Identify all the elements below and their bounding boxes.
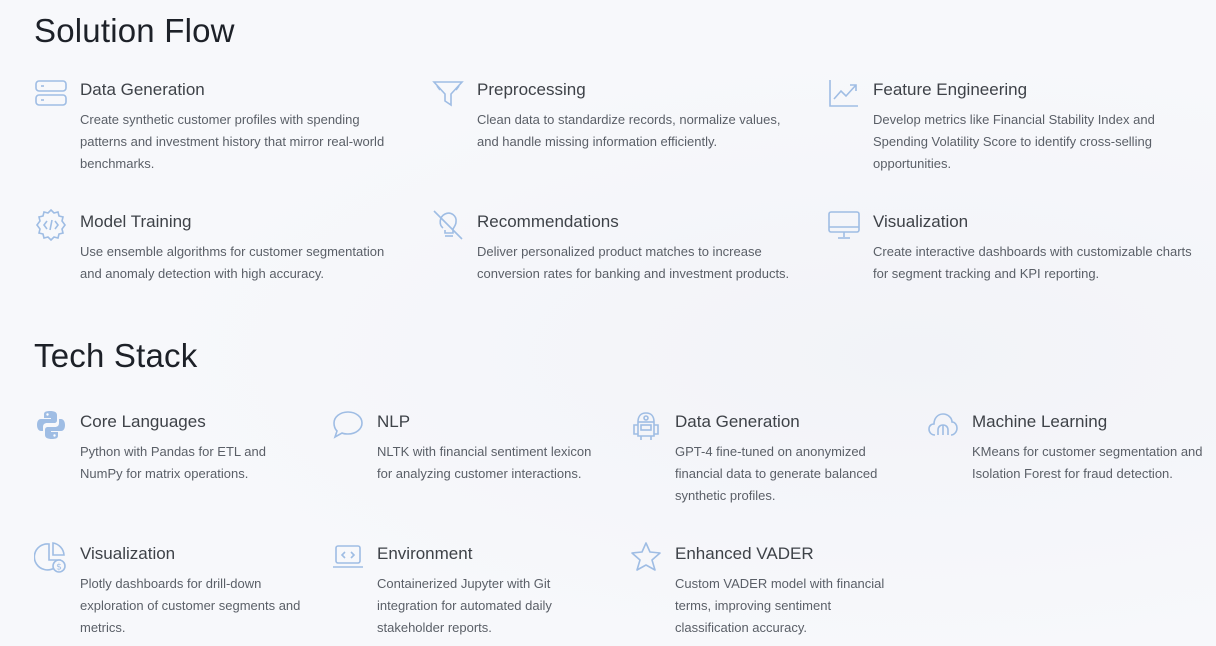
monitor-icon (827, 208, 861, 242)
tech-card-core-languages: Core Languages Python with Pandas for ET… (37, 411, 290, 485)
solution-card-visualization: Visualization Create interactive dashboa… (828, 211, 1203, 285)
solution-card-recommendations: Recommendations Deliver personalized pro… (433, 210, 807, 285)
card-description: Plotly dashboards for drill-down explora… (80, 576, 301, 635)
tech-card-visualization: $ Visualization Plotly dashboards for dr… (34, 542, 310, 639)
card-title: Machine Learning (972, 412, 1108, 431)
card-description: KMeans for customer segmentation and Iso… (972, 444, 1203, 481)
card-title: Data Generation (80, 80, 205, 99)
pie-dollar-icon: $ (34, 540, 68, 574)
solution-card-data-generation: Data Generation Create synthetic custome… (35, 80, 400, 175)
laptop-code-icon (331, 540, 365, 574)
solution-card-preprocessing: Preprocessing Clean data to standardize … (432, 80, 797, 153)
card-title: Environment (377, 544, 473, 563)
python-icon (34, 408, 68, 442)
card-description: Containerized Jupyter with Git integrati… (377, 576, 552, 635)
code-gear-icon (34, 208, 68, 242)
lightbulb-off-icon (431, 208, 465, 242)
card-description: Python with Pandas for ETL and NumPy for… (80, 444, 266, 481)
solution-card-feature-engineering: Feature Engineering Develop metrics like… (829, 80, 1183, 175)
card-title: NLP (377, 412, 411, 431)
card-title: Feature Engineering (873, 80, 1028, 99)
card-title: Visualization (873, 212, 969, 231)
chat-bubble-icon (331, 408, 365, 442)
card-description: GPT-4 fine-tuned on anonymized financial… (675, 444, 878, 503)
cloud-brain-icon (926, 408, 960, 442)
card-title: Enhanced VADER (675, 544, 814, 563)
card-title: Visualization (80, 544, 176, 563)
card-description: Create interactive dashboards with custo… (873, 244, 1192, 281)
card-title: Core Languages (80, 412, 206, 431)
star-icon (629, 540, 663, 574)
card-title: Recommendations (477, 212, 619, 231)
solution-flow-heading: Solution Flow (34, 12, 235, 49)
card-title: Data Generation (675, 412, 800, 431)
card-title: Model Training (80, 212, 192, 231)
svg-text:$: $ (56, 563, 62, 573)
server-icon (34, 76, 68, 110)
card-title: Preprocessing (477, 80, 586, 99)
solution-card-model-training: Model Training Use ensemble algorithms f… (36, 208, 400, 285)
tech-card-data-generation: Data Generation GPT-4 fine-tuned on anon… (633, 412, 895, 507)
card-description: Use ensemble algorithms for customer seg… (80, 244, 385, 281)
tech-card-nlp: NLP NLTK with financial sentiment lexico… (333, 411, 607, 485)
funnel-icon (431, 76, 465, 110)
card-description: Develop metrics like Financial Stability… (873, 112, 1155, 171)
card-description: Create synthetic customer profiles with … (80, 112, 385, 171)
tech-card-machine-learning: Machine Learning KMeans for customer seg… (928, 412, 1208, 485)
tech-card-environment: Environment Containerized Jupyter with G… (333, 544, 597, 639)
card-description: Clean data to standardize records, norma… (477, 112, 781, 149)
card-description: Deliver personalized product matches to … (477, 244, 790, 281)
tech-stack-heading: Tech Stack (34, 337, 198, 374)
card-description: NLTK with financial sentiment lexicon fo… (377, 444, 592, 481)
robot-icon (629, 408, 663, 442)
trend-chart-icon (827, 76, 861, 110)
card-description: Custom VADER model with financial terms,… (675, 576, 885, 635)
tech-card-enhanced-vader: Enhanced VADER Custom VADER model with f… (631, 542, 905, 639)
